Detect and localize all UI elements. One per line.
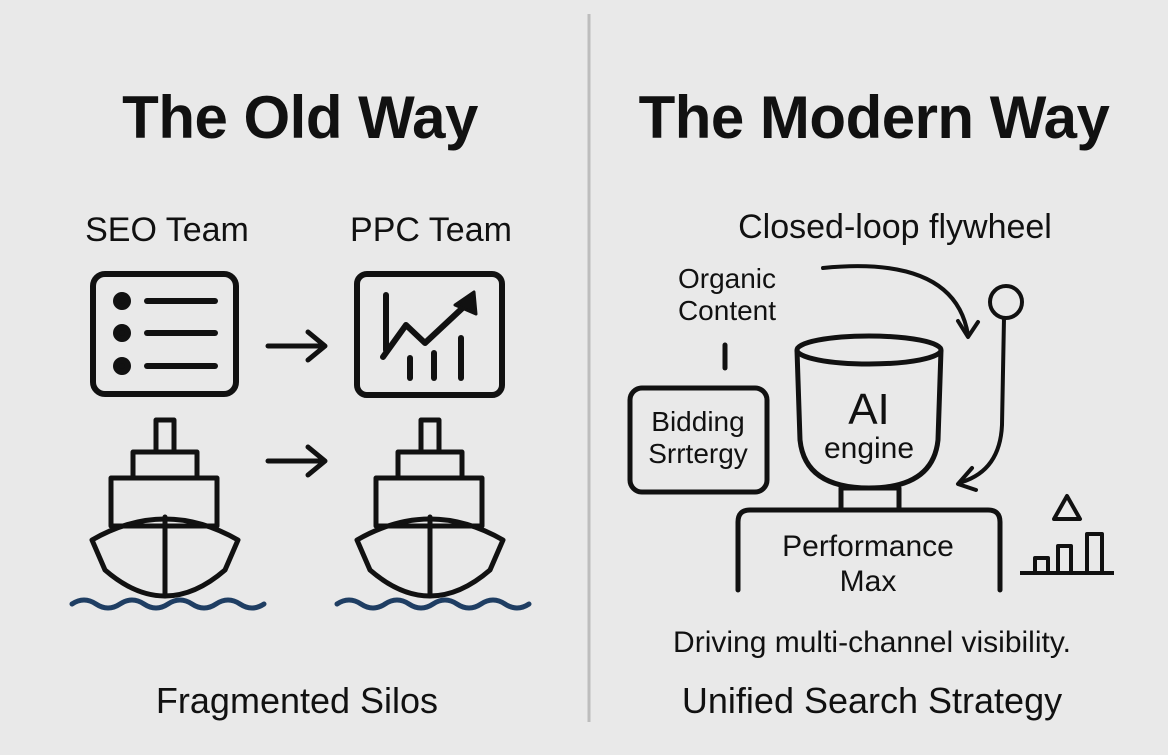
ppc-team-label: PPC Team: [350, 211, 512, 249]
right-footer: Unified Search Strategy: [681, 680, 1063, 721]
performance-max-label: Performance Max: [782, 530, 954, 599]
engine-label: engine: [823, 432, 915, 465]
organic-line-2: Content: [677, 295, 777, 327]
pmax-line-2: Max: [839, 564, 897, 598]
performance-max-platform: [735, 507, 1003, 593]
right-subtitle: Closed-loop flywheel: [738, 208, 1052, 246]
right-title: The Modern Way: [638, 84, 1110, 151]
left-footer: Fragmented Silos: [155, 680, 439, 721]
seo-team-label: SEO Team: [85, 211, 249, 249]
bidding-strategy-label: Bidding Srrtergy: [648, 406, 748, 470]
organic-content-label: Organic Content: [678, 263, 776, 327]
bidding-line-2: Srrtergy: [648, 438, 748, 470]
bidding-line-1: Bidding: [651, 406, 745, 437]
left-title: The Old Way: [122, 84, 478, 151]
triangle-icon: [1052, 494, 1082, 521]
arrow-right-icon: [265, 329, 328, 363]
arrow-right-icon: [265, 444, 328, 478]
ship-icon: [334, 417, 532, 611]
bidding-strategy-box: [627, 385, 770, 495]
growth-chart-icon: [354, 271, 505, 398]
bar-chart-icon: [1020, 532, 1114, 575]
organic-line-1: Organic: [677, 263, 777, 294]
pmax-line-1: Performance: [782, 530, 954, 563]
right-caption: Driving multi-channel visibility.: [673, 626, 1071, 659]
ai-label: AI: [848, 385, 890, 434]
bullet-list-icon: [90, 271, 239, 397]
loop-arrow-icon: [956, 284, 1024, 492]
curved-arrow-icon: [821, 264, 980, 339]
ship-icon: [69, 417, 267, 611]
